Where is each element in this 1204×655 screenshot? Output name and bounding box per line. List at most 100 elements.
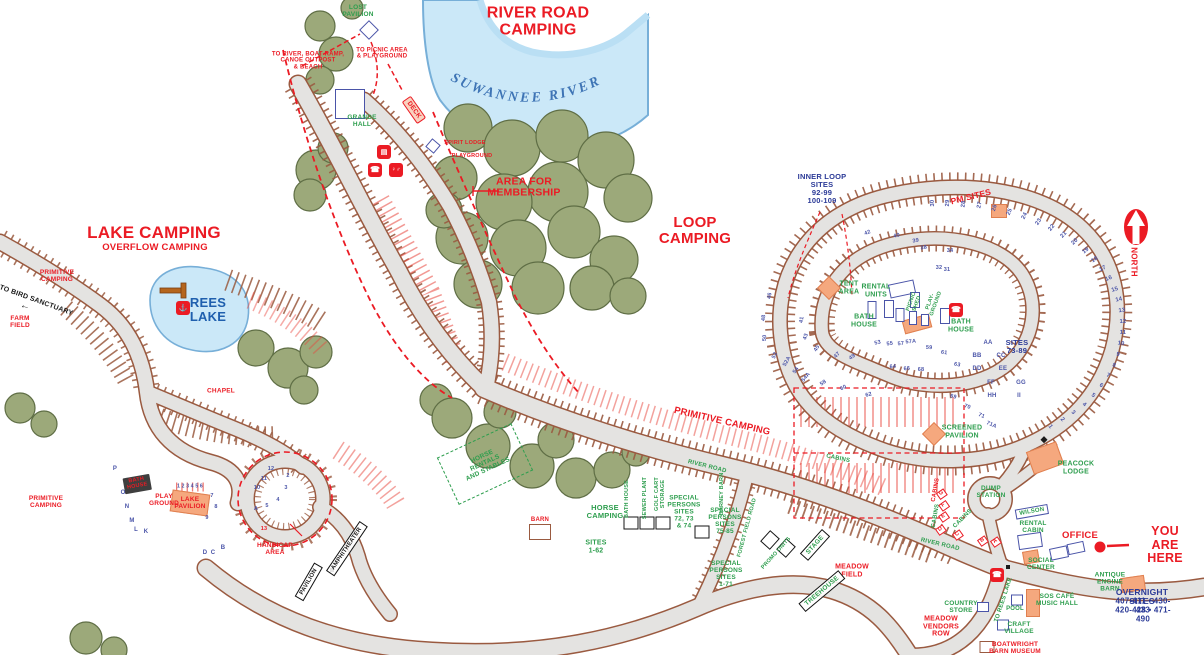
chapel-label: CHAPEL [207,387,235,395]
lake-letter-p: P [112,465,118,472]
boatwright-barn-museum-label: BOATWRIGHT BARN MUSEUM [989,640,1041,655]
sites-1-62-label: SITES 1-62 [585,539,607,554]
lake-site-7: 7 [210,493,214,500]
lake-site-10: 10 [253,485,261,492]
rees-lake-water [149,265,250,353]
special-persons-75-85-label: SPECIAL PERSONS SITES 75-85 [708,506,742,536]
lake-letter-c: C [210,549,216,556]
barney-barn-building [694,525,710,539]
lake-letter-m: M [129,517,135,524]
social-center-label: SOCIAL CENTER [1027,556,1055,571]
lake-pavilion-label: LAKE PAVILION [174,495,206,510]
lake-site-8: 8 [214,504,218,511]
play-ground-label: PLAY GROUND [148,492,180,507]
pm-sites-building [991,204,1007,218]
telephone-icon-2: ☎ [949,303,963,317]
screened-pavilion-label: SCREENED PAVILION [941,424,983,439]
loop-site-31: 31 [943,267,951,274]
handicap-area-label: HANDICAP AREA [257,541,293,556]
meadow-vendors-row-label: MEADOW VENDORS ROW [922,615,960,638]
to-river-boat-ramp-label: TO RIVER, BOAT RAMP, CANOE OUTPOST & BEA… [271,51,345,71]
special-persons-72-74-label: SPECIAL PERSONS SITES 72, 73 & 74 [667,494,701,530]
special-persons-1-71-label: SPECIAL PERSONS SITES 1-71 [709,559,743,589]
playground-river-label: PLAYGROUND [451,153,493,160]
loop-letter-gg: GG [1016,379,1026,386]
loop-site-68: 68 [917,367,925,374]
farm-field-label: FARM FIELD [10,314,30,329]
lake-letter-l: L [134,526,138,533]
lake-site-5: 5 [265,503,269,510]
lake-letter-n: N [124,503,130,510]
loop-camping-title: LOOP CAMPING [658,213,732,247]
horse-camping-label: HORSE CAMPING [586,502,624,520]
lake-site-13: 13 [260,526,268,533]
grande-hall-building [335,89,365,119]
sos-cafe-music-hall-label: SOS CAFÉ MUSIC HALL [1035,592,1079,607]
lake-site-3: 3 [284,485,288,492]
you-are-here-marker [1094,541,1130,553]
overnight-sites-label: OVERNIGHT SITES [1115,586,1169,606]
antique-engine-barn-label: ANTIQUE ENGINE BARN [1094,571,1126,593]
lake-letter-o: O [120,489,126,496]
barn-building [529,524,551,540]
loop-letter-dd: DD [972,365,982,372]
rental-units-building-3 [895,308,905,322]
craft-village-label: CRAFT VILLAGE [1004,620,1034,635]
rental-units-building-4 [910,292,920,308]
overnight-sites-range-2: 420-428 • 471-490 [1115,605,1171,623]
lake-site-4: 4 [276,497,280,504]
tree-areas [4,0,653,655]
rental-units-building-2 [884,300,894,318]
overnight-sites-range-1: 407-411 • 430-433 [1115,596,1171,614]
craft-village-building [997,619,1009,631]
you-are-here-label: YOU ARE HERE [1147,523,1183,565]
loop-site-32: 32 [935,265,943,272]
lake-letter-k: K [143,528,149,535]
bath-house-loop-w-building [867,301,877,319]
dump-station-label: DUMP STATION [976,484,1006,499]
to-picnic-area-label: TO PICNIC AREA & PLAYGROUND [356,47,408,60]
country-store-building [977,602,989,612]
north-arrow-icon [1124,209,1148,245]
picnic-shed-building [909,311,917,325]
country-store-label: COUNTRY STORE [944,599,978,614]
lake-letter-d: D [202,549,208,556]
lake-site-11: 11 [260,476,268,483]
pool-building [1011,594,1023,606]
vending-icon: ▤ [377,145,391,159]
loop-letter-bb: BB [972,352,982,359]
peacock-lodge-label: PEACOCK LODGE [1057,460,1095,475]
lake-letter-b: B [220,544,226,551]
lake-site-2: 2 [286,473,290,480]
bath-house-loop-e-label: BATH HOUSE [948,318,974,333]
tent-area-label: TENT AREA [838,280,860,295]
inner-loop-sites-label: INNER LOOP SITES 92-99 100-109 [797,171,847,206]
playground-loop-building [921,314,929,326]
rees-lake-label: REES LAKE [189,294,227,324]
golf-cart-storage-building [655,516,671,530]
roads [0,74,1204,655]
rental-units-label: RENTAL UNITS [861,283,891,298]
area-for-membership-label: AREA FOR MEMBERSHIP [487,175,561,199]
sewer-plant-building [639,516,655,530]
overflow-camping-subtitle: OVERFLOW CAMPING [102,241,208,253]
river-road-camping-title: RIVER ROAD CAMPING [486,4,590,39]
bath-house-sp-building [623,516,639,530]
office-label: OFFICE [1061,529,1099,541]
lake-camping-title: LAKE CAMPING [87,222,221,242]
boatwright-building [979,641,995,653]
boat-icon: ⚓ [176,301,190,315]
primitive-camping-nw-label: PRIMITIVE CAMPING [39,268,75,283]
bath-house-loop-w-label: BATH HOUSE [851,313,877,328]
loop-letter-ee: EE [998,365,1008,372]
primitive-camping-sw-label: PRIMITIVE CAMPING [28,494,64,509]
barn-label: BARN [530,516,550,523]
sites-73-89-label: SITES 73-89 [1005,337,1029,355]
spirit-lodge-label: SPIRIT LODGE [444,140,486,147]
meadow-field-label: MEADOW FIELD [835,563,869,578]
loop-letter-cc: CC [996,352,1006,359]
